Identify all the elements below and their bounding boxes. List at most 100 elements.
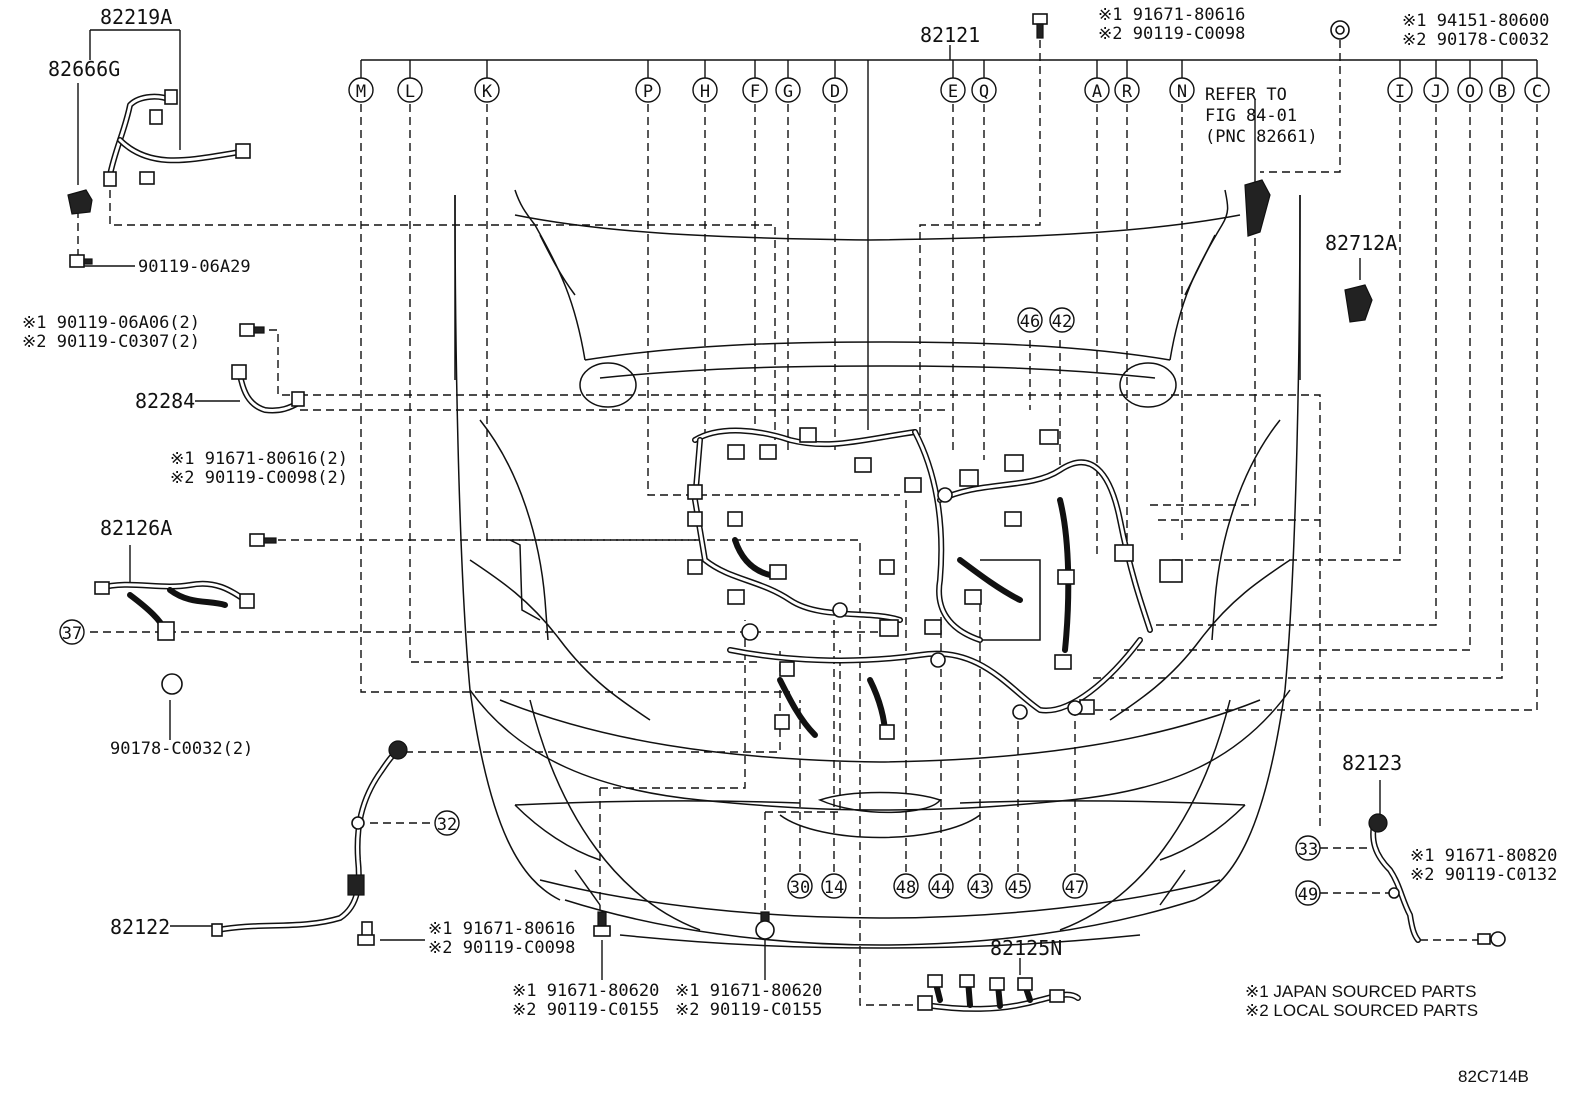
callout-42[interactable]: 42 [1052,312,1072,332]
bracket-82666G[interactable] [67,189,93,215]
hardware-labels: 90119-06A29 ※1 91671-80616 ※2 90119-C009… [22,5,1557,1020]
letter-callout-o[interactable]: O [1465,82,1475,102]
callout-30[interactable]: 30 [790,878,810,898]
refer-note: REFER TO FIG 84-01 (PNC 82661) [1205,85,1318,147]
part-label-82126A[interactable]: 82126A [100,516,172,540]
callout-32[interactable]: 32 [437,815,457,835]
hw-top-nut-local: ※2 90178-C0032 [1402,30,1549,50]
part-label-82121[interactable]: 82121 [920,23,980,47]
refer-line-3: (PNC 82661) [1205,127,1318,147]
letter-callout-g[interactable]: G [783,82,793,102]
legend-japan: ※1 JAPAN SOURCED PARTS [1245,982,1477,1001]
harness-82284[interactable] [231,323,305,414]
letter-callout-k[interactable]: K [482,82,493,102]
bolt-82126-icon [249,533,277,547]
hw-82123-jp: ※1 91671-80820 [1410,846,1557,866]
letter-callout-ring-j [1423,77,1449,103]
letter-callout-ring-q [971,77,997,103]
hw-bottom2-jp: ※1 91671-80620 [675,981,822,1001]
letter-callout-a[interactable]: A [1092,82,1102,102]
hw-top-bolt-local: ※2 90119-C0098 [1098,24,1245,44]
hw-82284-local: ※2 90119-C0307(2) [22,332,200,352]
number-callouts: 46 42 37 32 33 49 30 14 48 44 43 45 47 [59,307,1321,906]
callout-45[interactable]: 45 [1008,878,1028,898]
figure-code: 82C714B [1458,1067,1529,1086]
bolt-top-icon [1032,13,1048,39]
bolt-bottom-1-icon [593,911,611,937]
letter-callout-ring-i [1387,77,1413,103]
letter-callout-ring-r [1114,77,1140,103]
legend-local: ※2 LOCAL SOURCED PARTS [1245,1001,1478,1020]
callout-49[interactable]: 49 [1298,885,1318,905]
refer-line-1: REFER TO [1205,85,1287,105]
harness-82125N[interactable] [917,974,1081,1012]
main-engine-harness-82121[interactable] [687,427,1183,740]
part-label-82666G[interactable]: 82666G [48,57,120,81]
letter-callout-m[interactable]: M [356,82,366,102]
hw-top-nut-jp: ※1 94151-80600 [1402,11,1549,31]
hw-bottom1-jp: ※1 91671-80620 [512,981,659,1001]
letter-callout-j[interactable]: J [1431,82,1441,102]
nut-top-icon [1330,20,1350,40]
callout-47[interactable]: 47 [1065,878,1085,898]
part-label-82123[interactable]: 82123 [1342,751,1402,775]
hw-82123-local: ※2 90119-C0132 [1410,865,1557,885]
part-label-82122[interactable]: 82122 [110,915,170,939]
refer-line-2[interactable]: FIG 84-01 [1205,106,1297,126]
letter-callout-ring-n [1169,77,1195,103]
callout-46[interactable]: 46 [1020,312,1040,332]
letter-callout-b[interactable]: B [1497,82,1507,102]
part-label-82125N[interactable]: 82125N [990,936,1062,960]
hw-82126-jp: ※1 91671-80616(2) [170,449,348,469]
part-label-82219A[interactable]: 82219A [100,5,172,29]
callout-33[interactable]: 33 [1298,840,1318,860]
letter-callout-p[interactable]: P [643,82,653,102]
letter-callout-ring-o [1457,77,1483,103]
letter-callout-ring-p [635,77,661,103]
leader-lines [77,29,1538,1006]
callout-37[interactable]: 37 [62,624,82,644]
letter-callout-f[interactable]: F [750,82,760,102]
harness-82126A[interactable] [94,580,255,695]
part-82712A[interactable] [1344,284,1373,323]
bracket-82661[interactable] [1244,179,1271,237]
letter-callout-n[interactable]: N [1177,82,1187,102]
letter-callout-r[interactable]: R [1122,82,1133,102]
callout-44[interactable]: 44 [931,878,951,898]
letter-callout-h[interactable]: H [700,82,710,102]
letter-callout-q[interactable]: Q [979,82,989,102]
letter-callout-l[interactable]: L [405,82,415,102]
letter-callout-ring-k [474,77,500,103]
bolt-bottom-2-icon [755,911,775,940]
letter-callout-ring-a [1084,77,1110,103]
letter-callout-ring-d [822,77,848,103]
part-label-82284[interactable]: 82284 [135,389,195,413]
part-label-82712A[interactable]: 82712A [1325,231,1397,255]
letter-callout-c[interactable]: C [1532,82,1542,102]
callout-14[interactable]: 14 [824,878,844,898]
hw-top-bolt-jp: ※1 91671-80616 [1098,5,1245,25]
harness-82123[interactable] [1368,813,1506,947]
hw-82284-jp: ※1 90119-06A06(2) [22,313,200,333]
car-body-outline [454,189,1301,949]
hw-nut-82126: 90178-C0032(2) [110,739,253,759]
callout-43[interactable]: 43 [970,878,990,898]
harness-82122[interactable] [211,740,408,946]
hw-82122-local: ※2 90119-C0098 [428,938,575,958]
harness-82219A[interactable] [103,89,251,187]
letter-callout-i[interactable]: I [1395,82,1405,102]
part-labels: 82219A 82666G 82121 82284 82126A 82712A … [48,5,1402,960]
letter-callout-ring-f [742,77,768,103]
bolt-90119-06A29-icon [69,254,93,268]
letter-callout-ring-h [692,77,718,103]
sourcing-legend: ※1 JAPAN SOURCED PARTS ※2 LOCAL SOURCED … [1245,982,1478,1020]
letter-callout-ring-m [348,77,374,103]
hw-90119-06A29: 90119-06A29 [138,257,251,277]
letter-callout-ring-g [775,77,801,103]
hw-82126-local: ※2 90119-C0098(2) [170,468,348,488]
letter-callout-d[interactable]: D [830,82,840,102]
callout-48[interactable]: 48 [896,878,916,898]
letter-callout-e[interactable]: E [948,82,958,102]
